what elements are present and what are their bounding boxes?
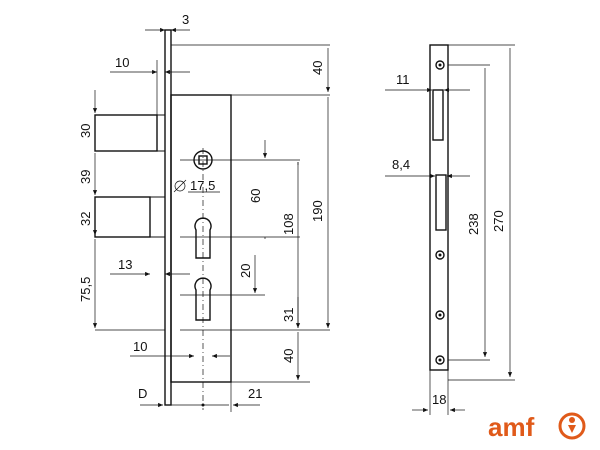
amf-logo: amf xyxy=(488,412,586,442)
front-view: 3 10 40 30 39 32 75,5 13 17,5 xyxy=(78,12,331,412)
latch-bolt xyxy=(94,114,158,152)
side-bolt xyxy=(435,174,447,231)
dead-bolt xyxy=(94,196,151,238)
dim-latch-gap: 39 xyxy=(78,170,93,184)
faceplate-outline xyxy=(164,29,172,406)
dim-238: 238 xyxy=(466,213,481,235)
dim-18: 18 xyxy=(432,392,446,407)
dim-d: D xyxy=(138,386,147,401)
dim-20: 20 xyxy=(238,264,253,278)
dim-270: 270 xyxy=(491,210,506,232)
dim-bottom-40: 40 xyxy=(281,349,296,363)
dim-108: 108 xyxy=(281,213,296,235)
cylinder-cutout-upper xyxy=(194,217,212,259)
dim-8-4: 8,4 xyxy=(392,157,410,172)
dim-31: 31 xyxy=(281,308,296,322)
dim-60: 60 xyxy=(248,189,263,203)
logo-text: amf xyxy=(488,412,535,442)
dim-faceplate-thickness: 3 xyxy=(182,12,189,27)
dim-21: 21 xyxy=(248,386,262,401)
dim-bottom-10: 10 xyxy=(133,339,147,354)
dim-190: 190 xyxy=(310,200,325,222)
dim-backset: 75,5 xyxy=(78,277,93,302)
dim-latch-height: 30 xyxy=(78,124,93,138)
dim-plate-offset: 10 xyxy=(115,55,129,70)
cylinder-cutout-lower xyxy=(194,277,212,321)
dim-spacing-32: 32 xyxy=(78,212,93,226)
screw-holes xyxy=(435,60,445,365)
lock-body-outline xyxy=(170,94,232,383)
dim-offset-13: 13 xyxy=(118,257,132,272)
side-faceplate xyxy=(429,44,449,371)
dim-11: 11 xyxy=(396,72,410,87)
side-latch xyxy=(432,89,444,141)
diameter-icon xyxy=(174,180,186,192)
side-view: 11 8,4 238 270 18 xyxy=(385,44,515,415)
dim-diameter: 17,5 xyxy=(190,178,215,193)
dim-top-offset: 40 xyxy=(310,61,325,75)
